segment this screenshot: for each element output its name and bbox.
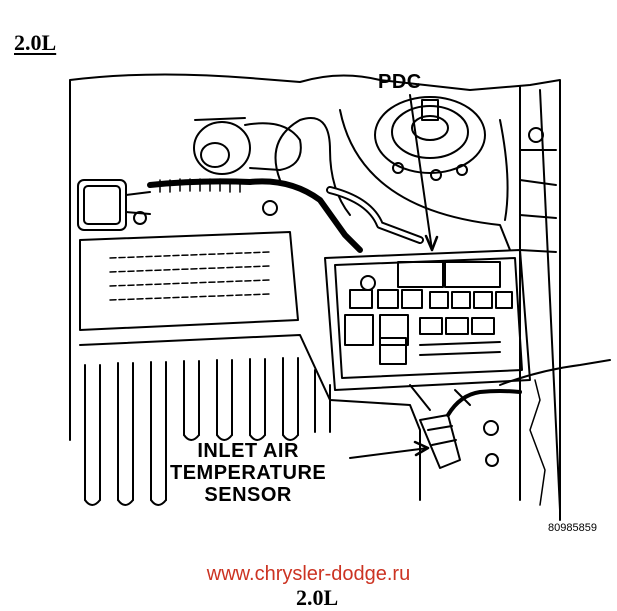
- fender-ribs: [519, 149, 557, 253]
- sensor-body: [409, 384, 522, 469]
- sensor-label-line-3: SENSOR: [204, 484, 292, 506]
- fender-edge: [519, 85, 561, 511]
- cover-panel: [79, 200, 299, 331]
- sensor-label-line-2: TEMPERATURE: [170, 462, 327, 484]
- air-cleaner: [193, 117, 302, 175]
- sensor-leader-arrow: [413, 440, 430, 457]
- side-wire: [499, 359, 611, 386]
- sensor-leader-line: [349, 447, 429, 459]
- cowl-bolt: [528, 127, 544, 143]
- cropped-caption: 2.0L: [296, 585, 339, 610]
- pdc-leader-arrow: [424, 234, 439, 252]
- website-watermark: www.chrysler-dodge.ru: [206, 563, 411, 585]
- connector-block: [77, 179, 151, 231]
- pdc-leader-line: [409, 94, 433, 251]
- wire-harness-ribs: [159, 178, 241, 193]
- pdc-box: [324, 249, 531, 391]
- bay-floor: [79, 334, 421, 501]
- pdc-label: PDC: [378, 71, 422, 93]
- strut-tower: [339, 96, 511, 251]
- figure-number: 80985859: [548, 522, 597, 534]
- grille-slats: [84, 357, 331, 506]
- sensor-label-line-1: INLET AIR: [197, 440, 299, 462]
- inlet-air-temperature-sensor-label: INLET AIR TEMPERATURE SENSOR: [170, 440, 326, 506]
- cowl-bolt: [483, 420, 499, 436]
- cowl-bolt: [485, 453, 499, 467]
- hood-outline: [69, 73, 561, 521]
- engine-title: 2.0L: [14, 30, 57, 55]
- wire-loop: [274, 117, 351, 216]
